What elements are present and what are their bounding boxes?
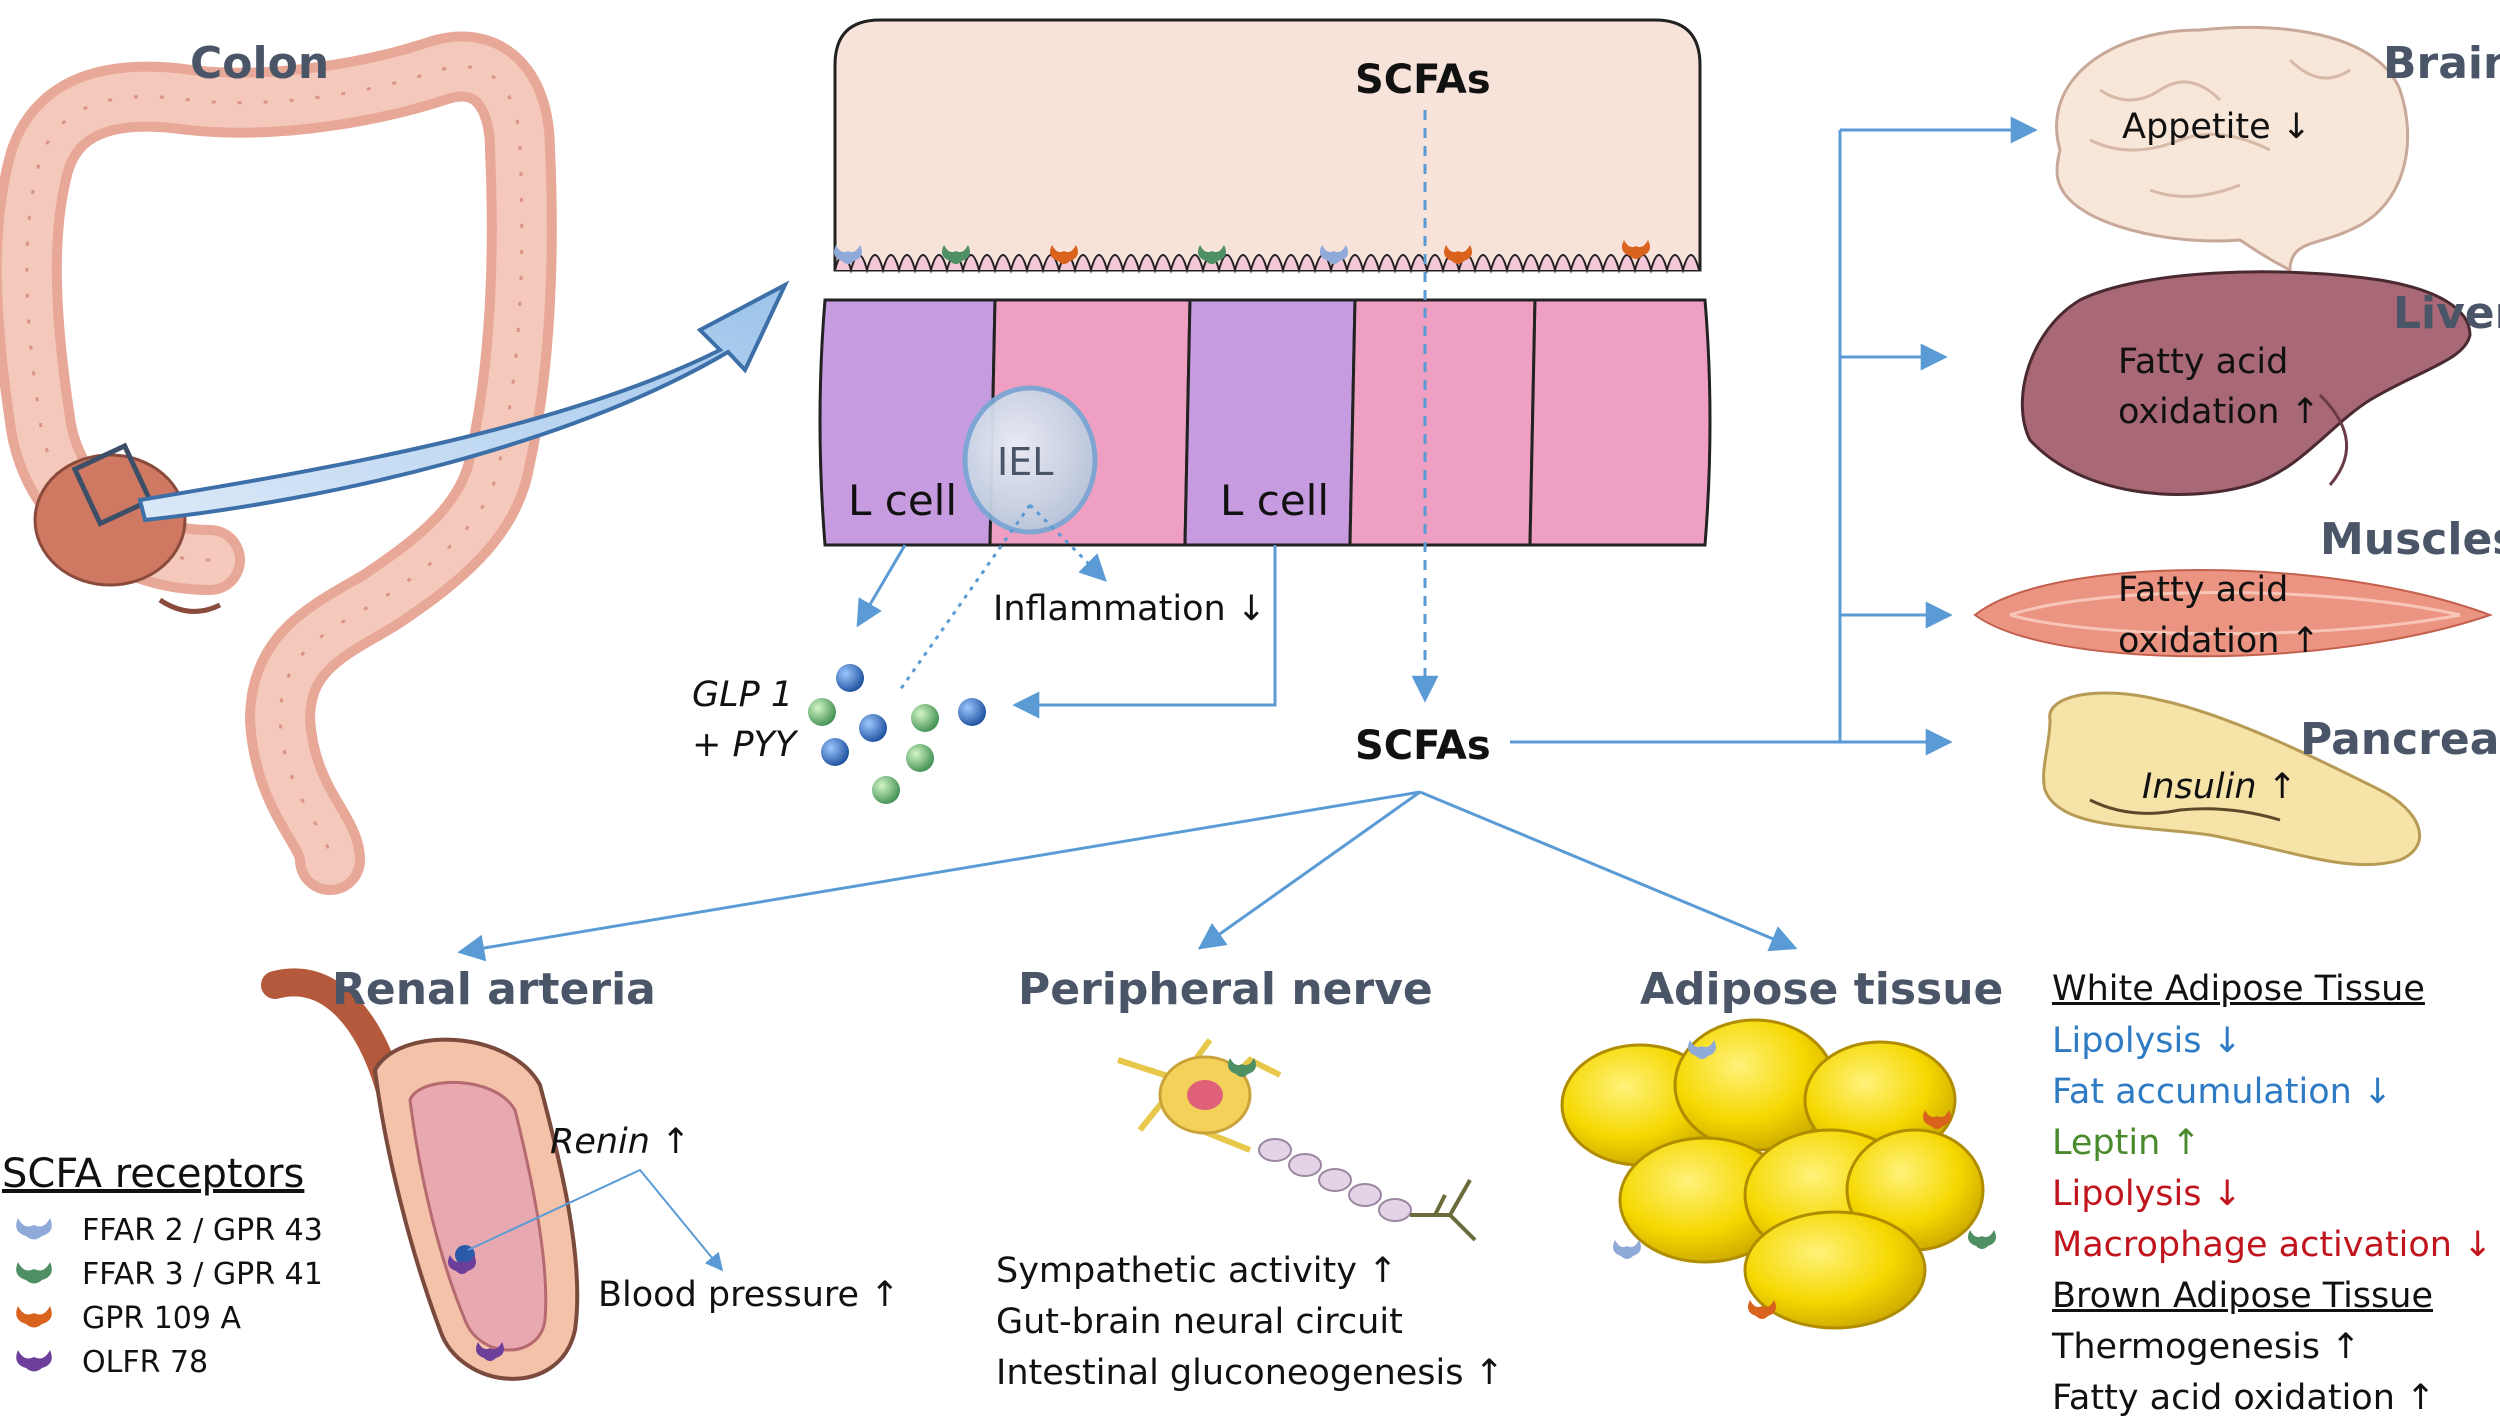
lcell2-secretion-arrow xyxy=(1012,545,1277,719)
ffar2-legend-icon xyxy=(16,1218,52,1240)
liver-effect-line2: oxidation ↑ xyxy=(2118,392,2320,432)
renal-arteria-title: Renal arteria xyxy=(332,964,656,1015)
gpr109a-legend-icon xyxy=(16,1306,52,1328)
glp1-label: GLP 1 xyxy=(692,675,794,715)
iel-inflammation-arrow xyxy=(1028,503,1107,582)
wat-item: Fat accumulation ↓ xyxy=(2052,1072,2393,1112)
l-cell-1-label: L cell xyxy=(848,476,958,525)
receptor-gpr109a-icon xyxy=(1622,240,1650,259)
epithelium-scfas-label: SCFAs xyxy=(1355,57,1491,103)
wat-item: Macrophage activation ↓ xyxy=(2052,1225,2493,1265)
ffar2-receptor-icon xyxy=(1688,1040,1716,1059)
pancreas-title: Pancreas xyxy=(2300,714,2500,765)
brain-effect: Appetite ↓ xyxy=(2122,107,2312,147)
bat-item: Thermogenesis ↑ xyxy=(2052,1327,2361,1367)
liver-title: Liver xyxy=(2393,288,2500,339)
muscles-effect-line1: Fatty acid xyxy=(2118,570,2289,610)
nerve-effect-3: Intestinal gluconeogenesis ↑ xyxy=(996,1353,1504,1393)
legend-swatches xyxy=(16,1218,52,1372)
wat-title: White Adipose Tissue xyxy=(2052,969,2425,1009)
legend-item-olfr78: OLFR 78 xyxy=(82,1345,209,1380)
nerve-effect-2: Gut-brain neural circuit xyxy=(996,1302,1403,1342)
receptor-ffar2-icon xyxy=(834,245,862,264)
epithelium-receptors xyxy=(834,240,1650,264)
brain-illustration xyxy=(2055,26,2410,273)
renal-artery-illustration xyxy=(261,968,580,1381)
receptor-gpr109a-icon xyxy=(1444,245,1472,264)
pyy-label: + PYY xyxy=(692,725,797,765)
pancreas-illustration xyxy=(2042,691,2422,867)
wat-item: Lipolysis ↓ xyxy=(2052,1021,2242,1061)
center-scfas-label: SCFAs xyxy=(1355,723,1491,769)
olfr78-receptor-icon xyxy=(476,1342,504,1361)
blood-pressure-label: Blood pressure ↑ xyxy=(598,1275,900,1315)
lcell1-secretion-arrow xyxy=(856,544,907,628)
peripheral-nerve-title: Peripheral nerve xyxy=(1018,964,1433,1015)
neuron-illustration xyxy=(1117,1038,1477,1242)
wat-item: Leptin ↑ xyxy=(2052,1123,2201,1163)
wat-item: Lipolysis ↓ xyxy=(2052,1174,2242,1214)
receptor-ffar3-icon xyxy=(1198,245,1226,264)
inflammation-label: Inflammation ↓ xyxy=(993,589,1267,629)
olfr78-legend-icon xyxy=(16,1350,52,1372)
nerve-effect-1: Sympathetic activity ↑ xyxy=(996,1251,1398,1291)
ffar3-receptor-icon xyxy=(1968,1230,1996,1249)
liver-effect-line1: Fatty acid xyxy=(2118,342,2289,382)
brain-title: Brain xyxy=(2383,38,2500,89)
pancreas-effect: Insulin ↑ xyxy=(2142,767,2298,807)
iel-hormone-link xyxy=(898,504,1032,691)
colon-illustration xyxy=(0,31,557,895)
receptor-gpr109a-icon xyxy=(1050,245,1078,264)
muscles-title: Muscles xyxy=(2320,514,2500,565)
renin-to-bp-arrow xyxy=(467,1168,724,1272)
receptor-ffar3-icon xyxy=(942,245,970,264)
zoom-arrow xyxy=(137,280,790,523)
liver-illustration xyxy=(2020,270,2472,497)
colon-title: Colon xyxy=(190,38,330,89)
bat-title: Brown Adipose Tissue xyxy=(2052,1276,2433,1316)
receptor-ffar2-icon xyxy=(1320,245,1348,264)
adipose-tissue-title: Adipose tissue xyxy=(1640,964,2004,1015)
glp1-pyy-particles xyxy=(808,664,986,804)
target-distribution-arrows xyxy=(457,790,1798,962)
ffar3-receptor-icon xyxy=(1228,1058,1256,1077)
ffar3-legend-icon xyxy=(16,1262,52,1284)
ffar2-receptor-icon xyxy=(1613,1240,1641,1259)
olfr78-receptor-icon xyxy=(448,1255,476,1274)
bat-item: Fatty acid oxidation ↑ xyxy=(2052,1378,2436,1418)
legend-item-ffar2: FFAR 2 / GPR 43 xyxy=(82,1213,323,1248)
legend-item-gpr109a: GPR 109 A xyxy=(82,1301,242,1336)
legend-item-ffar3: FFAR 3 / GPR 41 xyxy=(82,1257,323,1292)
iel-label: IEL xyxy=(997,440,1054,484)
muscles-effect-line2: oxidation ↑ xyxy=(2118,621,2320,661)
muscle-illustration xyxy=(1973,569,2493,658)
gpr109a-receptor-icon xyxy=(1748,1300,1776,1319)
gpr109a-receptor-icon xyxy=(1923,1110,1951,1129)
organ-distribution-arrows xyxy=(1510,116,2038,756)
epithelium-illustration xyxy=(818,18,1712,547)
renin-label: Renin ↑ xyxy=(550,1122,691,1162)
adipose-illustration xyxy=(1560,1018,1996,1330)
legend-title: SCFA receptors xyxy=(2,1151,305,1197)
l-cell-2-label: L cell xyxy=(1220,476,1330,525)
